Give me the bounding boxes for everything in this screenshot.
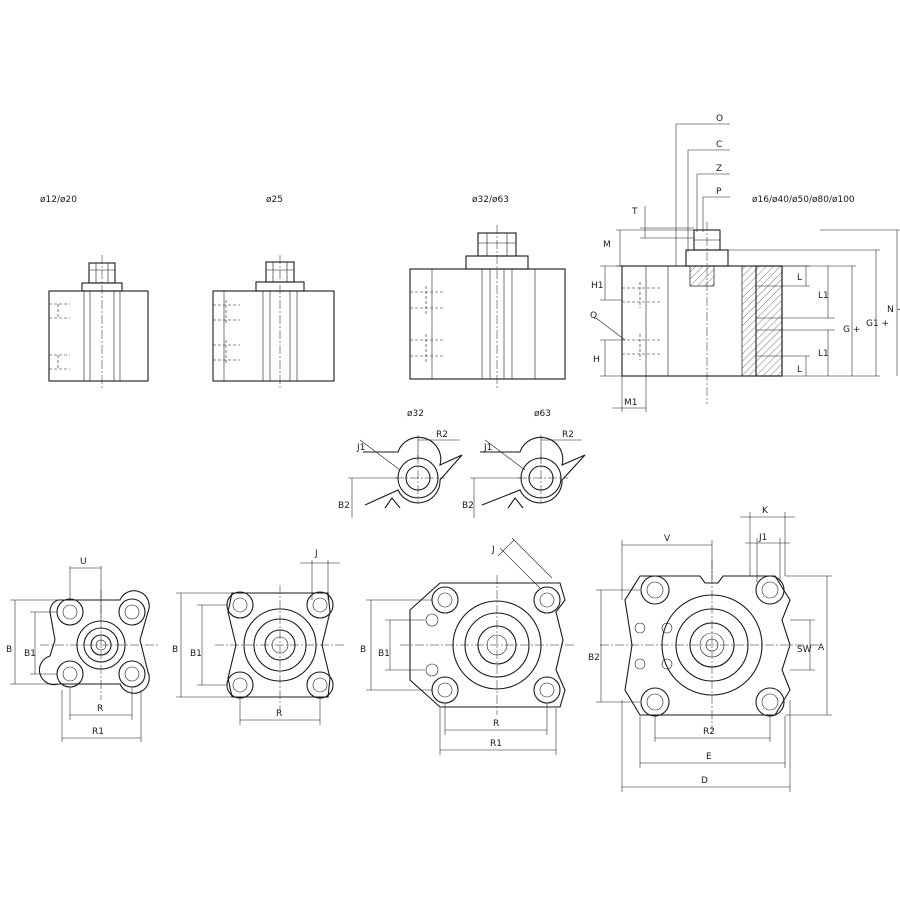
front-view-4: V K J1 B2 SW A R2 E D	[588, 506, 832, 792]
dim-label-D: D	[701, 776, 708, 786]
detail-d63: ø63 J1 R2 B2	[462, 409, 586, 518]
side-view-title: ø25	[266, 195, 283, 205]
dim-label-J: J	[314, 549, 318, 559]
dim-label-L1-top: L1	[818, 291, 829, 301]
dim-label-O: O	[716, 114, 723, 124]
front-view-1: U B B1 R R1	[6, 557, 158, 742]
dim-label-N: N +	[887, 305, 900, 315]
dim-label-B1: B1	[24, 649, 36, 659]
dim-label-C: C	[716, 140, 722, 150]
dim-label-Q: Q	[590, 311, 597, 321]
side-view-d12-d20: ø12/ø20	[40, 195, 149, 390]
dim-label-J: J	[491, 545, 495, 555]
dim-label-R: R	[97, 704, 103, 714]
detail-label-R2: R2	[436, 430, 448, 440]
dim-label-SW: SW	[797, 645, 812, 655]
dim-label-R2: R2	[703, 727, 715, 737]
side-view-title: ø16/ø40/ø50/ø80/ø100	[752, 195, 855, 205]
dim-label-R: R	[493, 719, 499, 729]
detail-label-J1: J1	[356, 443, 365, 453]
detail-title: ø63	[534, 409, 551, 419]
dim-label-J1: J1	[758, 533, 767, 543]
front-view-2: J B B1 R	[172, 549, 345, 725]
dim-label-L1-bot: L1	[818, 349, 829, 359]
dim-label-V: V	[664, 534, 671, 544]
dim-label-B: B	[6, 645, 12, 655]
dim-label-R1: R1	[490, 739, 502, 749]
dim-label-A: A	[818, 643, 825, 653]
dim-label-B: B	[172, 645, 178, 655]
dim-label-P: P	[716, 187, 722, 197]
dim-label-B2: B2	[588, 653, 600, 663]
dim-label-B1: B1	[190, 649, 202, 659]
dim-label-M1: M1	[624, 398, 638, 408]
dim-label-B: B	[360, 645, 366, 655]
front-view-3: J B B1 R R1	[360, 537, 575, 755]
side-view-title: ø12/ø20	[40, 195, 77, 205]
dim-label-U: U	[80, 557, 87, 567]
side-view-title: ø32/ø63	[472, 195, 509, 205]
detail-label-B2: B2	[338, 501, 350, 511]
section-view: ø16/ø40/ø50/ø80/ø100 O C Z P	[590, 114, 900, 412]
dim-label-Z: Z	[716, 164, 722, 174]
detail-label-J1: J1	[483, 443, 492, 453]
dim-label-M: M	[603, 240, 611, 250]
side-view-d32-d63: ø32/ø63	[409, 195, 566, 390]
dim-label-B1: B1	[378, 649, 390, 659]
dim-label-G: G +	[843, 325, 860, 335]
dim-label-K: K	[762, 506, 769, 516]
dim-label-R1: R1	[92, 727, 104, 737]
dim-label-T: T	[631, 207, 638, 217]
dim-label-H1: H1	[591, 281, 604, 291]
dim-label-L-top: L	[797, 273, 802, 283]
dim-label-L-bot: L	[797, 365, 802, 375]
detail-title: ø32	[407, 409, 424, 419]
detail-d32: ø32 J1 R2 B2	[338, 409, 463, 518]
dim-label-E: E	[706, 752, 712, 762]
detail-label-B2: B2	[462, 501, 474, 511]
dim-label-G1: G1 +	[866, 319, 889, 329]
dim-label-H: H	[593, 355, 600, 365]
side-view-d25: ø25	[212, 195, 335, 390]
dim-label-R: R	[276, 709, 282, 719]
detail-label-R2: R2	[562, 430, 574, 440]
